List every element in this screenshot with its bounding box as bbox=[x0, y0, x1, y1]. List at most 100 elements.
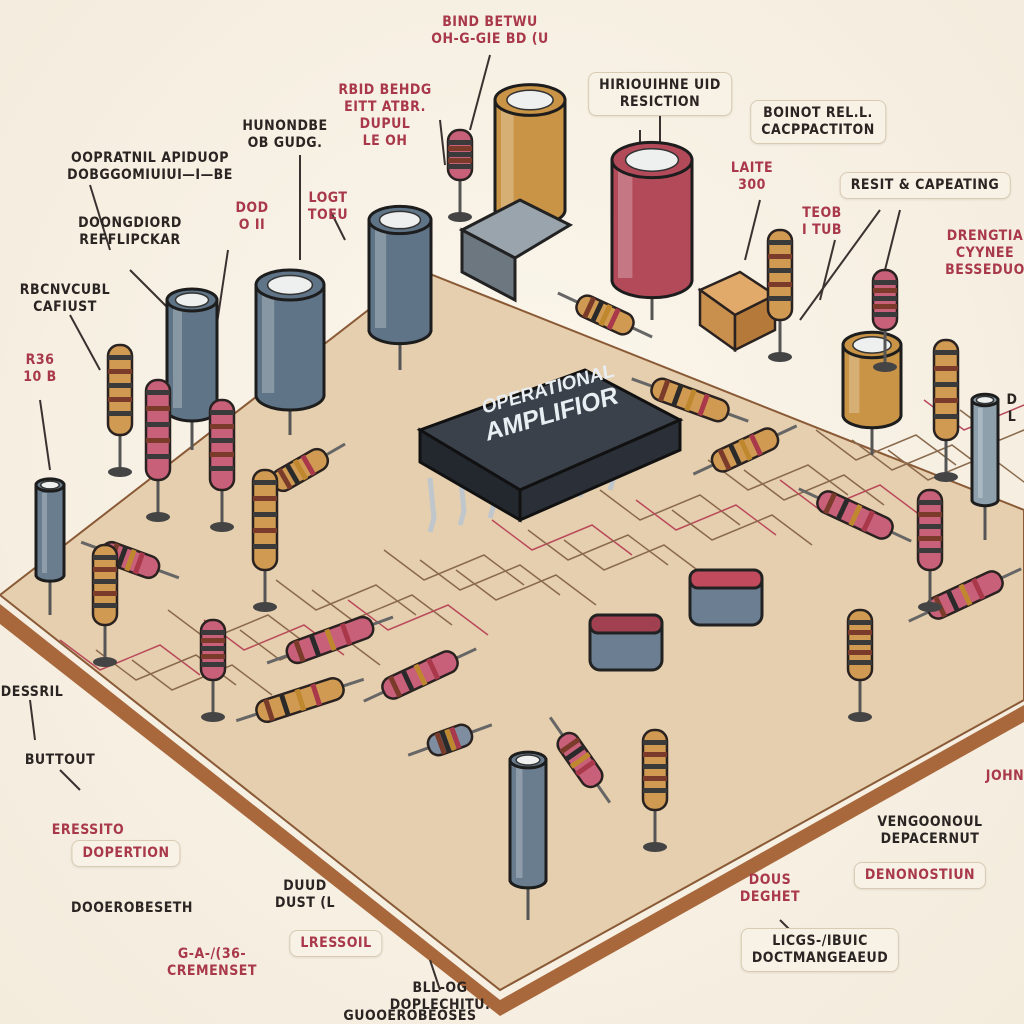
resistor-band bbox=[873, 304, 897, 309]
callout-line: HUNONDBE bbox=[242, 118, 328, 134]
resistor-band bbox=[253, 496, 277, 501]
callout-line: BESSEDUO bbox=[945, 262, 1024, 278]
resistor-band bbox=[253, 544, 277, 549]
callout-line: OH-G-GIE BD (U bbox=[431, 31, 549, 47]
resistor-band bbox=[293, 639, 306, 663]
callout-label: DENONOSTIUN bbox=[853, 862, 987, 889]
resistor-band bbox=[564, 744, 586, 762]
callout-label: LRESSOIL bbox=[289, 930, 383, 957]
leader-line bbox=[799, 209, 881, 321]
circuit-trace bbox=[563, 539, 705, 576]
callout-line: BOINOT REL.L. bbox=[763, 105, 873, 121]
resistor-band bbox=[388, 675, 402, 698]
resistor-band bbox=[958, 583, 973, 606]
callout-label: DOOEROBESETH bbox=[71, 900, 193, 917]
resistor-band bbox=[339, 622, 353, 646]
resistor-vertical bbox=[199, 618, 227, 722]
leader-line bbox=[59, 769, 81, 791]
leader-line bbox=[89, 184, 111, 251]
resistor bbox=[407, 723, 493, 757]
callout-line: DUST (L bbox=[274, 895, 336, 911]
resistor-band bbox=[934, 382, 958, 387]
resistor-band bbox=[848, 620, 872, 625]
resistor-band bbox=[658, 379, 671, 402]
resistor bbox=[235, 676, 365, 724]
resistor-band bbox=[934, 398, 958, 403]
callout-line: CREMENSET bbox=[166, 963, 258, 979]
resistor-band bbox=[643, 764, 667, 769]
resistor-vertical bbox=[916, 488, 944, 612]
resistor-band bbox=[439, 730, 452, 753]
resistor-vertical bbox=[91, 543, 119, 667]
resistor-band bbox=[643, 776, 667, 781]
resistor-vertical bbox=[846, 608, 874, 722]
circuit-trace bbox=[815, 429, 957, 466]
callout-line: 10 B bbox=[23, 369, 57, 385]
resistor-band bbox=[448, 152, 472, 157]
resistor-band bbox=[201, 630, 225, 635]
resistor-band bbox=[848, 630, 872, 635]
resistor bbox=[631, 377, 749, 423]
resistor-band bbox=[717, 448, 732, 471]
resistor bbox=[254, 442, 346, 498]
resistor-band bbox=[93, 567, 117, 572]
resistor-band bbox=[448, 140, 472, 145]
capacitor-gold-right bbox=[841, 330, 903, 455]
callout-line: DOD bbox=[235, 200, 269, 216]
circuit-trace bbox=[131, 659, 273, 696]
resistor-band bbox=[918, 524, 942, 529]
callout-line: G-A-/(36- bbox=[177, 946, 247, 962]
circuit-trace bbox=[347, 599, 489, 636]
resistor-band bbox=[918, 500, 942, 505]
callout-line: DOUS bbox=[748, 872, 792, 888]
resistor-band bbox=[434, 732, 447, 755]
callout-line: LOGT bbox=[308, 190, 348, 206]
callout-line: I TUB bbox=[802, 222, 842, 238]
callout-line: DOBGGOMIUIUI—I—BE bbox=[67, 167, 233, 183]
resistor-band bbox=[201, 662, 225, 667]
resistor bbox=[798, 487, 912, 543]
callout-line: DOCTMANGEAEUD bbox=[751, 950, 889, 966]
callout-line: L bbox=[1007, 409, 1017, 425]
resistor-band bbox=[873, 280, 897, 285]
resistor-band bbox=[448, 158, 472, 163]
callout-line: LICGS-/IBUIC bbox=[772, 933, 868, 949]
inductor-red-blue bbox=[688, 568, 764, 627]
callout-line: TOEU bbox=[307, 207, 349, 223]
resistor-band bbox=[448, 146, 472, 151]
circuit-trace bbox=[527, 529, 669, 566]
resistor-band bbox=[697, 393, 710, 417]
resistor bbox=[266, 615, 394, 665]
callout-line: OOPRATNIL APIDUOP bbox=[70, 150, 230, 166]
resistor-band bbox=[643, 752, 667, 757]
resistor-band bbox=[292, 458, 309, 481]
resistor-band bbox=[768, 282, 792, 287]
resistor-band bbox=[413, 663, 428, 686]
callout-label: ERESSITO bbox=[52, 822, 124, 839]
callout-line: REFFLIPCKAR bbox=[79, 232, 181, 248]
resistor-band bbox=[146, 390, 170, 395]
callout-line: BIND BETWU bbox=[442, 14, 538, 30]
resistor-band bbox=[284, 463, 301, 486]
resistor-vertical bbox=[106, 343, 134, 477]
callout-label: GUOOEROBEOSES bbox=[343, 1008, 476, 1024]
callout-line: RBCNVCUBL bbox=[19, 282, 111, 298]
callout-line: BUTTOUT bbox=[24, 752, 96, 768]
resistor-band bbox=[606, 307, 621, 331]
resistor-band bbox=[132, 552, 146, 575]
resistor-band bbox=[146, 406, 170, 411]
resistor-band bbox=[146, 454, 170, 459]
callout-line: R36 bbox=[25, 352, 55, 368]
resistor-band bbox=[643, 788, 667, 793]
chip-pin bbox=[427, 477, 437, 533]
resistor-band bbox=[146, 438, 170, 443]
callout-line: DUPUL bbox=[359, 116, 411, 132]
